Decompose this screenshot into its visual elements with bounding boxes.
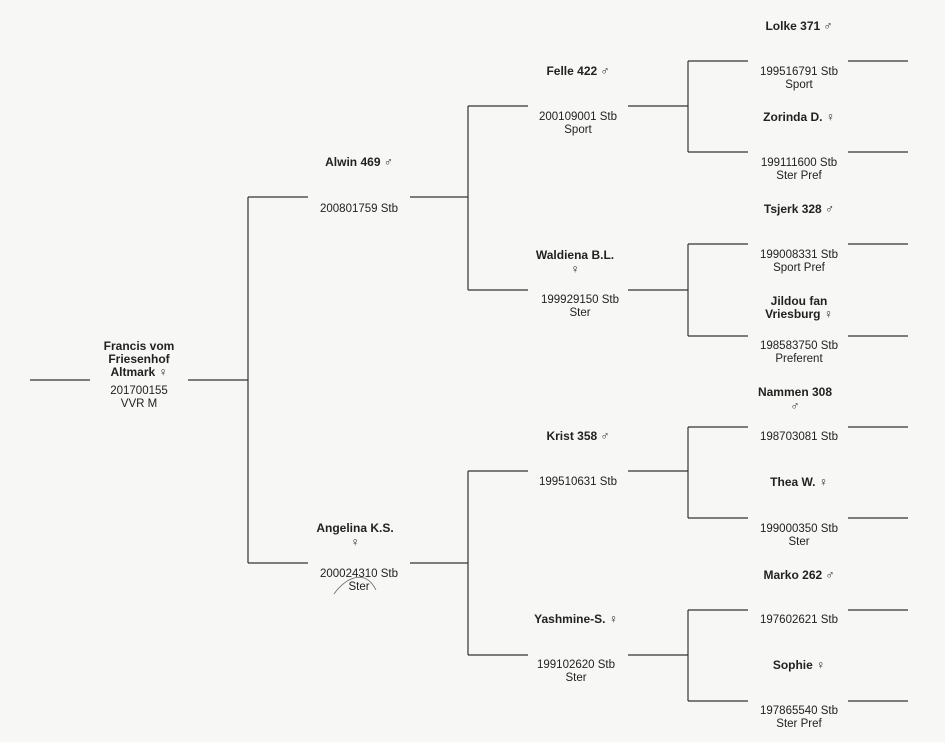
great-grandparent-node: Tsjerk 328 ♂: [734, 203, 864, 216]
great-grandparent-registration: 198703081 Stb: [759, 431, 839, 443]
sire-horse: Alwin 469 ♂: [294, 156, 424, 169]
great-grandparent-node: Zorinda D. ♀: [734, 111, 864, 124]
grandparent-registration: 199510631 Stb: [538, 476, 618, 488]
great-grandparent-name: Marko 262 ♂: [763, 568, 835, 582]
subject-horse: Francis vom Friesenhof Altmark ♀: [74, 340, 204, 379]
great-grandparent-registration: 197602621 Stb: [759, 614, 839, 626]
grandparent-registration: 199929150 Stb Ster: [540, 294, 620, 319]
male-sex-icon: ♂: [823, 19, 833, 33]
great-grandparent-name: Zorinda D. ♀: [763, 110, 835, 124]
great-grandparent-registration-block: 199111600 Stb Ster Pref: [734, 157, 864, 183]
great-grandparent-registration: 197865540 Stb Ster Pref: [759, 705, 839, 730]
great-grandparent-name: Tsjerk 328 ♂: [763, 202, 835, 216]
great-grandparent-name: Sophie ♀: [772, 658, 826, 672]
dam-horse: Angelina K.S. ♀: [290, 521, 420, 550]
grandparent-name: Krist 358 ♂: [546, 429, 610, 443]
great-grandparent-node: Sophie ♀: [734, 659, 864, 672]
dam-name: Angelina K.S.: [316, 521, 394, 535]
great-grandparent-name: Jildou fan Vriesburg ♀: [765, 294, 833, 321]
great-grandparent-registration-block: 197865540 Stb Ster Pref: [734, 705, 864, 731]
great-grandparent-registration: 199000350 Stb Ster: [759, 523, 839, 548]
sire-registration: 200801759 Stb: [319, 203, 399, 215]
great-grandparent-registration-block: 198583750 Stb Preferent: [734, 340, 864, 366]
grandparent-registration-block: 199510631 Stb: [513, 476, 643, 489]
great-grandparent-node: Nammen 308 ♂: [730, 385, 860, 414]
grandparent-name: Felle 422 ♂: [546, 64, 610, 78]
male-sex-icon: ♂: [825, 568, 835, 582]
great-grandparent-registration-block: 199008331 Stb Sport Pref: [734, 249, 864, 275]
male-sex-icon: ♂: [600, 64, 610, 78]
male-sex-icon: ♂: [383, 155, 393, 169]
great-grandparent-registration: 199111600 Stb Ster Pref: [760, 157, 838, 182]
dam-registration: 200024310 Stb Ster: [319, 568, 399, 593]
grandparent-node: Waldiena B.L. ♀: [510, 248, 640, 277]
sire-registration-block: 200801759 Stb: [294, 203, 424, 216]
great-grandparent-registration-block: 198703081 Stb: [734, 431, 864, 444]
grandparent-name: Yashmine-S. ♀: [534, 612, 618, 626]
grandparent-registration-block: 199102620 Stb Ster: [511, 659, 641, 685]
female-sex-icon: ♀: [350, 535, 360, 549]
male-sex-icon: ♂: [790, 399, 800, 413]
grandparent-registration: 199102620 Stb Ster: [536, 659, 616, 684]
female-sex-icon: ♀: [825, 110, 835, 124]
great-grandparent-registration: 199008331 Stb Sport Pref: [759, 249, 839, 274]
great-grandparent-node: Thea W. ♀: [734, 476, 864, 489]
grandparent-node: Yashmine-S. ♀: [511, 613, 641, 626]
great-grandparent-name: Lolke 371 ♂: [765, 19, 833, 33]
great-grandparent-registration: 199516791 Stb Sport: [759, 66, 839, 91]
female-sex-icon: ♀: [818, 475, 828, 489]
subject-registration: 201700155 VVR M: [110, 385, 168, 410]
subject-name: Francis vom Friesenhof Altmark ♀: [103, 339, 175, 379]
great-grandparent-node: Marko 262 ♂: [734, 569, 864, 582]
great-grandparent-node: Lolke 371 ♂: [734, 20, 864, 33]
dam-registration-block: 200024310 Stb Ster: [294, 568, 424, 594]
sire-name: Alwin 469 ♂: [325, 155, 393, 169]
great-grandparent-node: Jildou fan Vriesburg ♀: [734, 295, 864, 321]
great-grandparent-name: Thea W. ♀: [770, 475, 828, 489]
grandparent-name: Waldiena B.L.: [535, 248, 615, 262]
female-sex-icon: ♀: [823, 307, 833, 321]
grandparent-registration-block: 200109001 Stb Sport: [513, 111, 643, 137]
grandparent-registration-block: 199929150 Stb Ster: [515, 294, 645, 320]
female-sex-icon: ♀: [570, 262, 580, 276]
subject-registration-block: 201700155 VVR M: [74, 385, 204, 411]
female-sex-icon: ♀: [608, 612, 618, 626]
female-sex-icon: ♀: [816, 658, 826, 672]
grandparent-node: Krist 358 ♂: [513, 430, 643, 443]
great-grandparent-registration-block: 199000350 Stb Ster: [734, 523, 864, 549]
great-grandparent-registration-block: 197602621 Stb: [734, 614, 864, 627]
grandparent-node: Felle 422 ♂: [513, 65, 643, 78]
great-grandparent-registration-block: 199516791 Stb Sport: [734, 66, 864, 92]
male-sex-icon: ♂: [825, 202, 835, 216]
great-grandparent-name: Nammen 308: [757, 385, 833, 399]
great-grandparent-registration: 198583750 Stb Preferent: [759, 340, 839, 365]
female-sex-icon: ♀: [158, 365, 168, 379]
grandparent-registration: 200109001 Stb Sport: [538, 111, 618, 136]
male-sex-icon: ♂: [600, 429, 610, 443]
